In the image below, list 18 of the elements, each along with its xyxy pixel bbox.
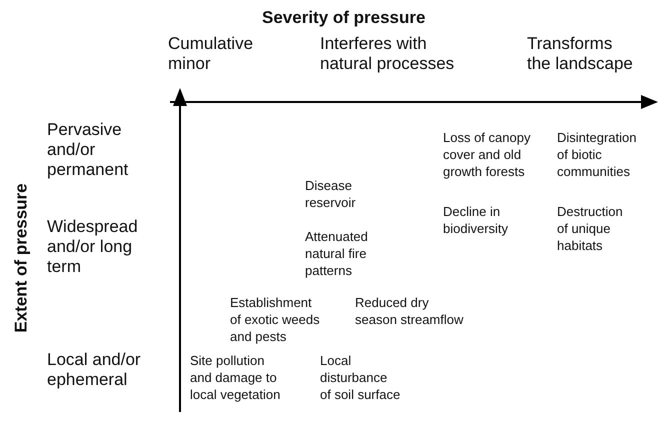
axis-title: Severity of pressure [262,8,426,28]
pressure-label: Disease reservoir [305,177,356,211]
pressure-label: Reduced dry season streamflow [355,294,464,328]
row-heading: Local and/or ephemeral [47,350,141,390]
pressure-label: Site pollution and damage to local vegetation [190,352,280,403]
row-heading: Widespread and/or long term [47,217,138,277]
pressure-label: Attenuated natural fire patterns [305,228,368,279]
pressure-label: Destruction of unique habitats [557,203,623,254]
pressure-label: Decline in biodiversity [443,203,508,237]
column-heading: Cumulative minor [168,34,254,74]
pressure-label: Establishment of exotic weeds and pests [230,294,320,345]
row-heading: Pervasive and/or permanent [47,120,128,180]
column-heading: Interferes with natural processes [320,34,454,74]
column-heading: Transforms the landscape [527,34,633,74]
pressure-label: Disintegration of biotic communities [557,129,636,180]
pressure-label: Loss of canopy cover and old growth forests [443,129,530,180]
pressure-label: Local disturbance of soil surface [320,352,400,403]
axis-title: Extent of pressure [12,183,32,333]
